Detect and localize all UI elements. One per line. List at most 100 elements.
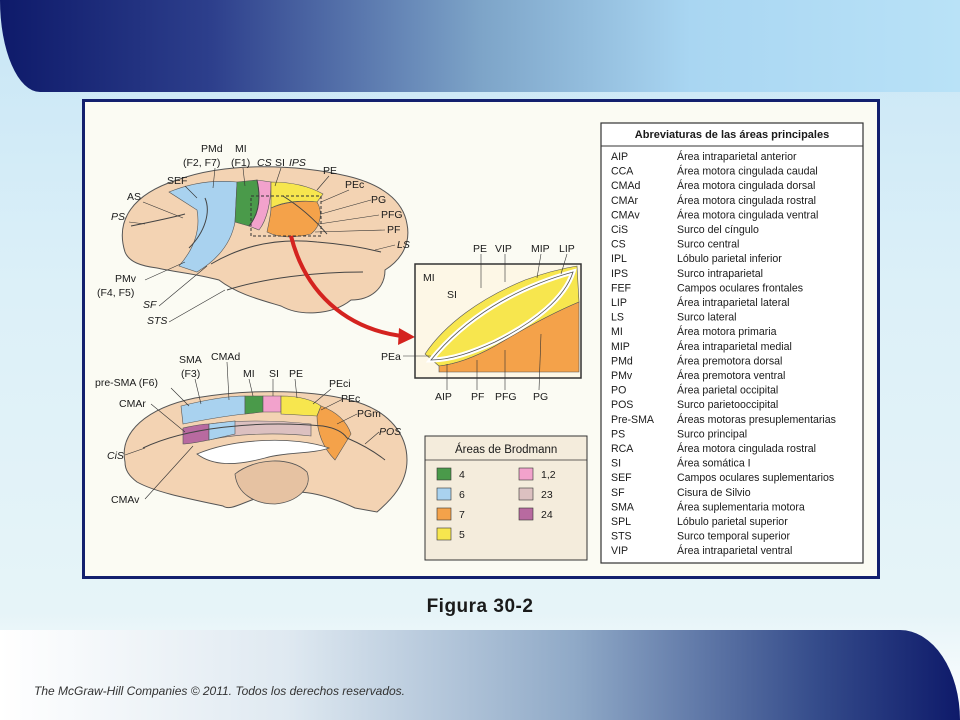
legend-label-6: 6 xyxy=(459,489,465,501)
abbrev-description: Surco intraparietal xyxy=(677,268,763,280)
abbrev-description: Área suplementaria motora xyxy=(677,500,805,513)
abbrev-description: Área motora cingulada rostral xyxy=(677,194,816,207)
abbrev-code: SPL xyxy=(611,516,631,528)
legend-label-5: 5 xyxy=(459,529,465,541)
abbrev-code: POS xyxy=(611,399,633,411)
legend-label-7: 7 xyxy=(459,509,465,521)
zoom-arrow xyxy=(289,235,415,345)
abbrev-description: Surco parietooccipital xyxy=(677,399,778,411)
medial-area-4 xyxy=(244,395,264,415)
medial-label-pos: POS xyxy=(379,426,401,438)
abbrev-description: Área motora cingulada ventral xyxy=(677,208,818,221)
inset-label-pf: PF xyxy=(471,391,484,403)
parieto-occipital-sulcus xyxy=(346,437,386,461)
abbrev-description: Área motora cingulada caudal xyxy=(677,165,818,178)
abbrev-code: SEF xyxy=(611,472,632,484)
abbrev-description: Campos oculares suplementarios xyxy=(677,472,834,484)
inset-label-mip: MIP xyxy=(531,243,550,255)
abbreviations-table: Abreviaturas de las áreas principales AI… xyxy=(600,122,864,564)
abbrev-description: Áreas motoras presuplementarias xyxy=(677,413,836,426)
abbrev-code: SMA xyxy=(611,501,635,513)
medial-area-6-cingulate xyxy=(208,420,236,441)
legend-label-23: 23 xyxy=(541,489,553,501)
abbrev-description: Área motora cingulada dorsal xyxy=(677,179,815,192)
legend-title: Áreas de Brodmann xyxy=(455,443,557,456)
lateral-labels: PMd (F2, F7) MI (F1) CS SI IPS PE SEF PE… xyxy=(97,143,410,327)
abbrev-code: CMAv xyxy=(611,209,640,221)
abbrev-description: Lóbulo parietal inferior xyxy=(677,253,782,265)
label-si: SI xyxy=(275,157,285,169)
medial-label-pec: PEc xyxy=(341,393,360,405)
abbrev-description: Área intraparietal medial xyxy=(677,340,792,353)
abbrev-code: AIP xyxy=(611,151,628,163)
abbrev-description: Surco temporal superior xyxy=(677,531,791,543)
inset-leader-lines xyxy=(403,253,568,391)
label-pfg: PFG xyxy=(381,209,403,221)
abbrev-code: PMv xyxy=(611,370,633,382)
inset-ips-outline xyxy=(430,271,574,361)
abbrev-code: CiS xyxy=(611,224,628,236)
label-sf: SF xyxy=(143,299,157,311)
medial-label-cmav: CMAv xyxy=(111,494,140,506)
abbrev-code: CMAr xyxy=(611,195,639,207)
abbrev-description: Área intraparietal lateral xyxy=(677,296,789,309)
intraparietal-sulcus xyxy=(282,195,328,235)
abbrev-code: MI xyxy=(611,326,623,338)
inset-label-pg: PG xyxy=(533,391,548,403)
brodmann-legend: Áreas de Brodmann 4 1,2 6 23 7 24 5 xyxy=(424,435,588,561)
abbrev-description: Área premotora ventral xyxy=(677,369,785,382)
label-pg: PG xyxy=(371,194,386,206)
abbrev-code: FEF xyxy=(611,282,632,294)
label-pec: PEc xyxy=(345,179,364,191)
medial-label-peci: PEci xyxy=(329,378,351,390)
legend-swatch-7 xyxy=(436,507,452,521)
abbrev-description: Campos oculares frontales xyxy=(677,282,803,294)
label-pmv-sub: (F4, F5) xyxy=(97,287,134,299)
legend-label-24: 24 xyxy=(541,509,553,521)
abbrev-code: LIP xyxy=(611,297,627,309)
label-sef: SEF xyxy=(167,175,187,187)
medial-label-cmar: CMAr xyxy=(119,398,146,410)
abbrev-code: PS xyxy=(611,428,625,440)
legend-swatch-4 xyxy=(436,467,452,481)
inset-panel: PE VIP MIP LIP MI SI PEa AIP PF PFG PG xyxy=(381,243,582,403)
abbrev-code: CCA xyxy=(611,166,634,178)
inset-label-pfg: PFG xyxy=(495,391,517,403)
abbrev-description: Surco del cíngulo xyxy=(677,224,759,236)
medial-corpus-callosum xyxy=(196,439,331,464)
principal-sulcus xyxy=(130,213,186,227)
inset-label-lip: LIP xyxy=(559,243,575,255)
figure-diagram: PMd (F2, F7) MI (F1) CS SI IPS PE SEF PE… xyxy=(95,122,864,564)
label-sts: STS xyxy=(147,315,167,327)
medial-labels: SMA (F3) CMAd pre-SMA (F6) MI SI PE PEci… xyxy=(95,351,401,506)
cingulate-sulcus xyxy=(142,423,348,449)
label-ps: PS xyxy=(111,211,125,223)
abbrev-code: PO xyxy=(611,385,626,397)
legend-label-1-2: 1,2 xyxy=(541,469,556,481)
figure-frame: PMd (F2, F7) MI (F1) CS SI IPS PE SEF PE… xyxy=(82,99,880,579)
medial-label-pgm: PGm xyxy=(357,408,381,420)
abbrev-code: MIP xyxy=(611,341,630,353)
medial-brain xyxy=(123,391,408,513)
legend-swatch-1-2 xyxy=(518,467,534,481)
label-pf: PF xyxy=(387,224,400,236)
abbrev-code: RCA xyxy=(611,443,634,455)
medial-area-1-2 xyxy=(262,395,282,413)
label-pmv: PMv xyxy=(115,273,137,285)
lateral-leader-lines xyxy=(128,167,396,323)
abbrev-code: CS xyxy=(611,239,626,251)
inset-label-vip: VIP xyxy=(495,243,512,255)
abbrev-description: Área intraparietal anterior xyxy=(677,150,797,163)
lateral-area-6 xyxy=(168,181,238,273)
inset-label-pe: PE xyxy=(473,243,487,255)
abbrev-description: Área intraparietal ventral xyxy=(677,544,792,557)
label-pmd-sub: (F2, F7) xyxy=(183,157,220,169)
abbrev-code: SI xyxy=(611,458,621,470)
medial-thalamus xyxy=(234,460,309,505)
abbrev-description: Surco lateral xyxy=(677,312,736,324)
legend-swatch-24 xyxy=(518,507,534,521)
abbrev-table-title: Abreviaturas de las áreas principales xyxy=(635,129,829,141)
header-band xyxy=(0,0,960,92)
medial-label-pe: PE xyxy=(289,368,303,380)
legend-label-4: 4 xyxy=(459,469,465,481)
